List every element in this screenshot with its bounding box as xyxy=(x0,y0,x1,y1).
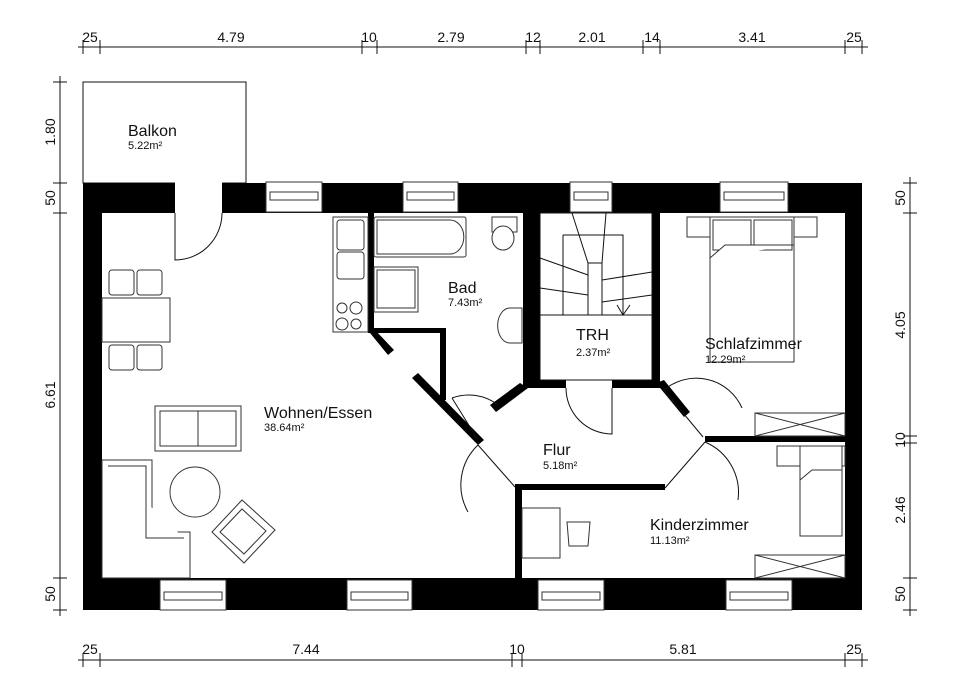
room-area: 5.18m² xyxy=(543,460,578,472)
dimension-top: 25 4.79 10 2.79 12 2.01 14 3.41 25 xyxy=(78,29,868,54)
dim-label: 1.80 xyxy=(42,118,58,145)
sofa xyxy=(154,405,242,452)
dim-label: 50 xyxy=(42,586,58,602)
dining-table xyxy=(101,269,171,371)
dim-label: 2.79 xyxy=(437,29,464,45)
room-name: Bad xyxy=(448,280,476,297)
wardrobe-bedroom xyxy=(754,412,846,437)
corner-sofa xyxy=(101,459,191,579)
room-balkon: Balkon 5.22m² xyxy=(128,123,177,152)
room-kinderzimmer: Kinderzimmer 11.13m² xyxy=(650,517,749,547)
desk xyxy=(521,507,591,559)
room-name: Wohnen/Essen xyxy=(264,405,372,422)
room-flur: Flur 5.18m² xyxy=(543,442,578,472)
room-name: Schlafzimmer xyxy=(705,336,803,353)
dim-label: 2.01 xyxy=(578,29,605,45)
dim-label: 50 xyxy=(892,586,908,602)
room-bad: Bad 7.43m² xyxy=(448,280,483,309)
dim-label: 2.46 xyxy=(892,496,908,523)
room-name: Flur xyxy=(543,442,571,459)
room-area: 7.43m² xyxy=(448,297,483,309)
room-wohnen-essen: Wohnen/Essen 38.64m² xyxy=(264,405,372,434)
armchair xyxy=(211,499,276,564)
room-area: 2.37m² xyxy=(576,347,611,359)
dim-label: 4.05 xyxy=(892,311,908,338)
dim-label: 25 xyxy=(846,29,862,45)
dim-label: 5.81 xyxy=(669,641,696,657)
room-name: Kinderzimmer xyxy=(650,517,749,534)
dim-label: 3.41 xyxy=(738,29,765,45)
room-area: 38.64m² xyxy=(264,422,305,434)
windows-top xyxy=(265,181,789,213)
room-area: 5.22m² xyxy=(128,140,163,152)
staircase xyxy=(539,212,653,381)
dim-label: 10 xyxy=(361,29,377,45)
dim-label: 25 xyxy=(82,29,98,45)
dim-label: 10 xyxy=(509,641,525,657)
dim-label: 25 xyxy=(82,641,98,657)
windows-bottom xyxy=(159,579,793,611)
dimension-right: 50 4.05 10 2.46 50 xyxy=(892,177,917,616)
room-name: Balkon xyxy=(128,123,177,140)
dimension-bottom: 25 7.44 10 5.81 25 xyxy=(78,641,868,667)
kitchen-counter xyxy=(332,216,369,333)
dim-label: 12 xyxy=(525,29,541,45)
coffee-table xyxy=(169,466,221,518)
room-trh: TRH 2.37m² xyxy=(576,327,611,359)
doors xyxy=(451,377,743,513)
room-area: 11.13m² xyxy=(650,535,690,547)
room-area: 12.29m² xyxy=(705,354,746,366)
interior-walls xyxy=(368,213,845,578)
double-bed xyxy=(686,216,818,363)
dim-label: 4.79 xyxy=(217,29,244,45)
dim-label: 50 xyxy=(892,190,908,206)
dim-label: 6.61 xyxy=(42,381,58,408)
room-name: TRH xyxy=(576,327,609,344)
dim-label: 7.44 xyxy=(292,641,319,657)
balcony-door-opening xyxy=(175,182,222,214)
room-schlafzimmer: Schlafzimmer 12.29m² xyxy=(705,336,803,366)
dim-label: 50 xyxy=(42,190,58,206)
dim-label: 25 xyxy=(846,641,862,657)
wardrobe-kids xyxy=(754,554,846,579)
bathroom-fixtures xyxy=(373,216,523,344)
single-bed xyxy=(776,445,846,537)
dim-label: 14 xyxy=(644,29,660,45)
dim-label: 10 xyxy=(892,432,908,448)
dimension-left: 1.80 50 6.61 50 xyxy=(42,76,67,616)
balcony-door-swing xyxy=(174,212,223,261)
